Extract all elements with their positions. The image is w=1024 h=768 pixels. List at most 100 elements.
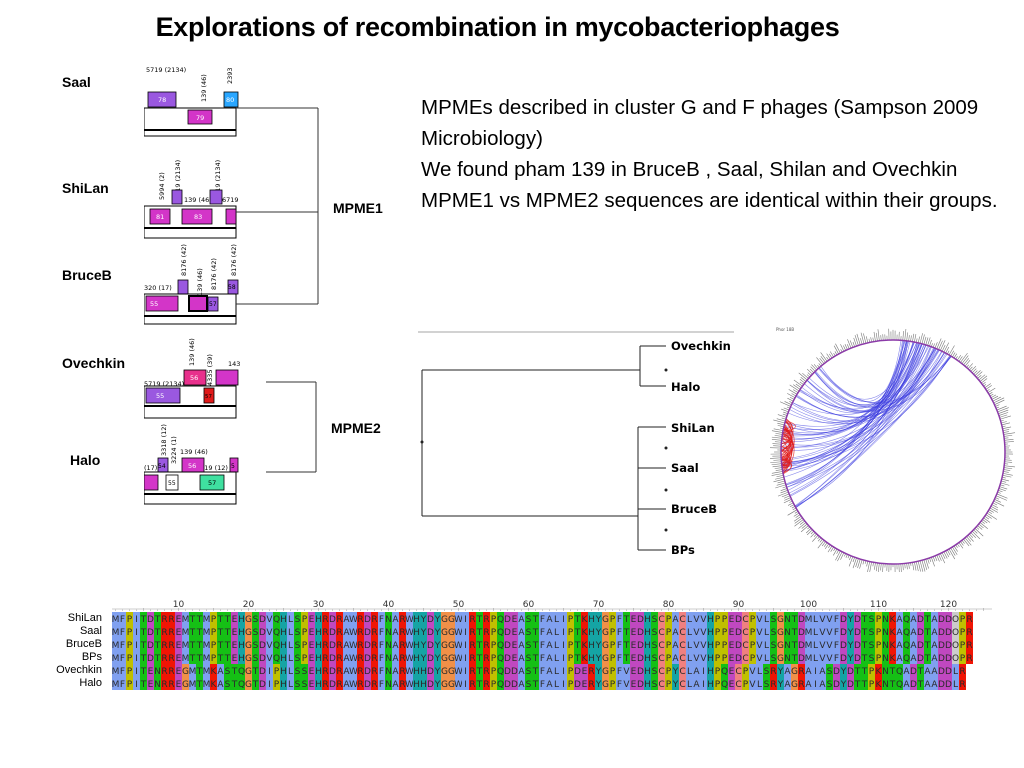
alignment-cell: [833, 651, 840, 664]
alignment-cell: [308, 664, 315, 677]
alignment-residue: H: [315, 641, 322, 651]
alignment-residue: A: [693, 680, 700, 690]
alignment-cell: [280, 638, 287, 651]
alignment-cell: [917, 664, 924, 677]
alignment-residue: E: [176, 680, 182, 690]
alignment-residue: L: [687, 641, 692, 651]
alignment-cell: [350, 664, 357, 677]
alignment-cell: [196, 651, 203, 664]
alignment-residue: I: [464, 615, 467, 625]
alignment-residue: P: [568, 654, 574, 664]
alignment-cell: [252, 625, 259, 638]
alignment-residue: Q: [273, 615, 280, 625]
alignment-cell: [168, 651, 175, 664]
alignment-residue: E: [148, 667, 154, 677]
alignment-cell: [742, 651, 749, 664]
alignment-residue: T: [791, 641, 798, 651]
alignment-cell: [280, 625, 287, 638]
alignment-position-label: 70: [593, 600, 605, 610]
alignment-cell: [665, 651, 672, 664]
alignment-residue: O: [952, 641, 959, 651]
alignment-cell: [525, 638, 532, 651]
alignment-cell: [448, 651, 455, 664]
alignment-residue: A: [910, 654, 917, 664]
alignment-residue: Y: [777, 680, 784, 690]
alignment-residue: K: [876, 680, 883, 690]
alignment-residue: P: [211, 628, 217, 638]
circle-tick: [921, 334, 925, 344]
alignment-cell: [728, 625, 735, 638]
phage-label-halo: Halo: [70, 452, 101, 468]
circle-tick: [1001, 422, 1011, 426]
alignment-residue: D: [637, 628, 644, 638]
alignment-residue: T: [196, 680, 203, 690]
alignment-cell: [385, 638, 392, 651]
alignment-cell: [714, 664, 721, 677]
alignment-residue: P: [127, 654, 133, 664]
alignment-residue: R: [357, 641, 363, 651]
gene-number: 57: [209, 301, 217, 308]
recombination-chord-red: [780, 449, 790, 466]
alignment-cell: [693, 625, 700, 638]
alignment-cell: [518, 638, 525, 651]
alignment-residue: E: [631, 615, 637, 625]
alignment-residue: W: [454, 654, 463, 664]
circle-tick: [833, 345, 839, 355]
circle-tick: [998, 488, 1006, 492]
alignment-residue: E: [729, 628, 735, 638]
alignment-cell: [112, 651, 119, 664]
alignment-cell: [896, 664, 903, 677]
genome-map-ovechkin: 5719 (2134) 139 (46) 4335 (39) 143 56 55…: [144, 338, 240, 419]
alignment-residue: D: [637, 615, 644, 625]
alignment-residue: Y: [595, 654, 602, 664]
alignment-cell: [371, 625, 378, 638]
alignment-residue: S: [295, 667, 301, 677]
alignment-residue: I: [562, 615, 565, 625]
alignment-residue: A: [518, 654, 525, 664]
circle-tick: [777, 491, 789, 497]
alignment-cell: [931, 638, 938, 651]
alignment-residue: Q: [497, 654, 504, 664]
alignment-residue: M: [112, 628, 119, 638]
alignment-cell: [322, 651, 329, 664]
alignment-residue: R: [399, 667, 405, 677]
alignment-cell: [511, 664, 518, 677]
alignment-residue: H: [707, 615, 714, 625]
alignment-residue: M: [112, 615, 119, 625]
alignment-cell: [560, 664, 567, 677]
alignment-cell: [847, 638, 854, 651]
alignment-cell: [826, 625, 833, 638]
circle-tick: [990, 394, 997, 398]
alignment-residue: O: [952, 615, 959, 625]
alignment-residue: P: [491, 680, 497, 690]
alignment-residue: L: [554, 641, 559, 651]
alignment-cell: [931, 612, 938, 625]
alignment-cell: [686, 625, 693, 638]
circle-tick: [857, 559, 861, 569]
gene-box: [225, 208, 237, 225]
alignment-residue: G: [245, 654, 252, 664]
alignment-residue: Y: [420, 628, 427, 638]
alignment-cell: [350, 638, 357, 651]
circle-tick: [810, 532, 816, 538]
alignment-cell: [812, 664, 819, 677]
alignment-cell: [196, 664, 203, 677]
alignment-residue: E: [729, 615, 735, 625]
alignment-residue: P: [715, 641, 721, 651]
alignment-residue: Q: [896, 667, 903, 677]
alignment-residue: H: [280, 680, 287, 690]
alignment-residue: G: [448, 615, 455, 625]
alignment-residue: Q: [721, 667, 728, 677]
alignment-cell: [455, 664, 462, 677]
circle-tick: [874, 562, 876, 570]
alignment-residue: P: [211, 641, 217, 651]
alignment-residue: H: [315, 654, 322, 664]
alignment-cell: [658, 651, 665, 664]
alignment-cell: [210, 651, 217, 664]
alignment-cell: [462, 651, 469, 664]
circle-tick: [950, 350, 955, 357]
alignment-residue: F: [617, 615, 622, 625]
circle-tick: [774, 441, 782, 443]
alignment-residue: R: [588, 667, 594, 677]
circle-tick: [873, 331, 876, 342]
